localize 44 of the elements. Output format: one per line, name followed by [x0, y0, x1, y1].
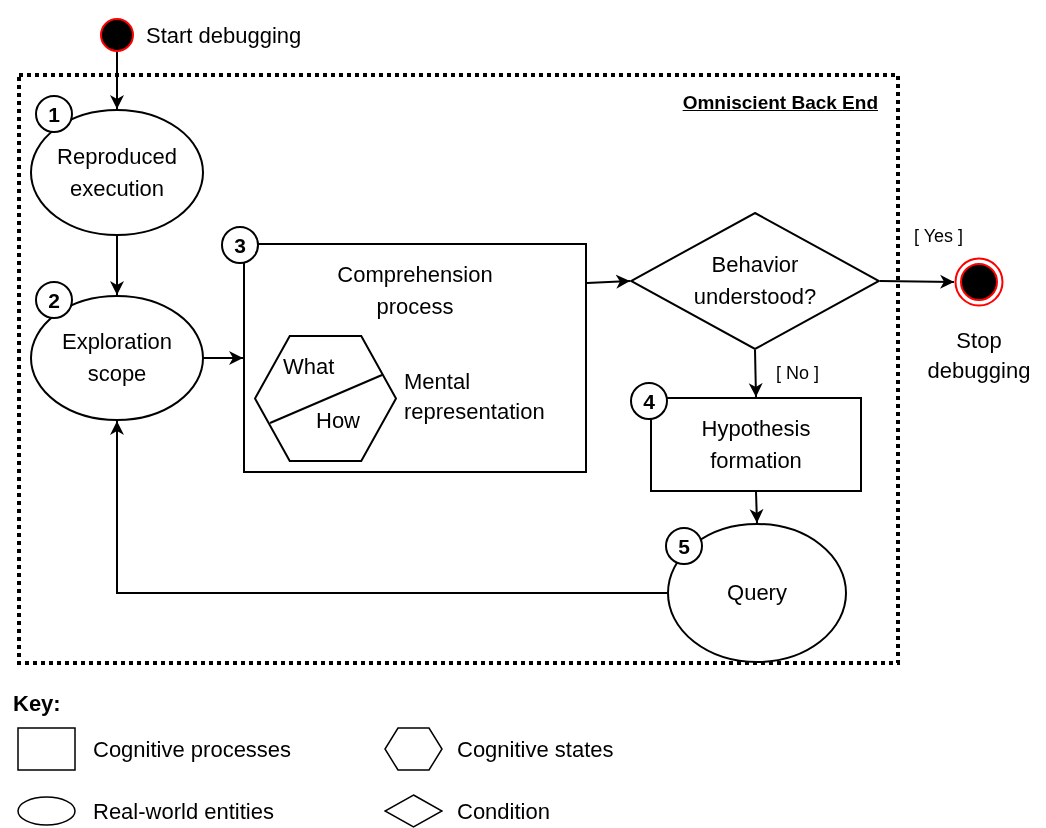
node-label: Exploration scope — [60, 328, 174, 388]
arrow — [110, 235, 124, 296]
key-heading: Key: — [13, 690, 61, 718]
step-number-label: 4 — [643, 390, 655, 412]
node-label: Behavior understood? — [692, 251, 818, 311]
node-caption: Stop debugging — [926, 327, 1032, 385]
arrow — [586, 274, 631, 289]
decision-diamond — [630, 212, 880, 350]
arrow — [749, 491, 764, 524]
arrow — [110, 51, 124, 110]
step-number-label: 2 — [48, 289, 60, 311]
arrow — [203, 351, 244, 365]
step-number — [630, 382, 668, 420]
frame-title: Omniscient Back End — [682, 91, 878, 115]
hexagon-label: What — [283, 354, 335, 380]
hexagon-label: How — [316, 408, 360, 434]
arrow — [110, 420, 668, 594]
entity-ellipse — [30, 109, 204, 236]
arrow — [879, 274, 955, 289]
node-label: Reproduced execution — [56, 142, 178, 203]
legend-label: Cognitive processes — [93, 735, 292, 764]
entity-ellipse — [30, 295, 204, 421]
node-label: Comprehension process — [336, 261, 494, 321]
step-number — [221, 226, 259, 264]
step-number — [665, 527, 703, 565]
legend-label: Cognitive states — [457, 735, 614, 764]
legend-label: Real-world entities — [93, 797, 274, 826]
step-number — [35, 95, 73, 133]
dotted-frame — [17, 73, 900, 665]
node-caption: Mental representation — [404, 368, 546, 426]
end-circle — [954, 257, 1004, 307]
state-hexagon — [254, 335, 397, 462]
node-label: Hypothesis formation — [700, 414, 812, 475]
entity-ellipse — [667, 523, 847, 663]
step-number-label: 1 — [48, 103, 60, 125]
arrow — [748, 349, 763, 398]
node-label: Query — [726, 579, 788, 607]
step-number-label: 3 — [234, 234, 246, 256]
step-number — [35, 281, 73, 319]
node-caption: Start debugging — [146, 22, 303, 50]
legend-label: Condition — [457, 797, 550, 826]
start-circle — [100, 18, 134, 52]
step-number-label: 5 — [678, 535, 690, 557]
process-box — [243, 243, 587, 473]
